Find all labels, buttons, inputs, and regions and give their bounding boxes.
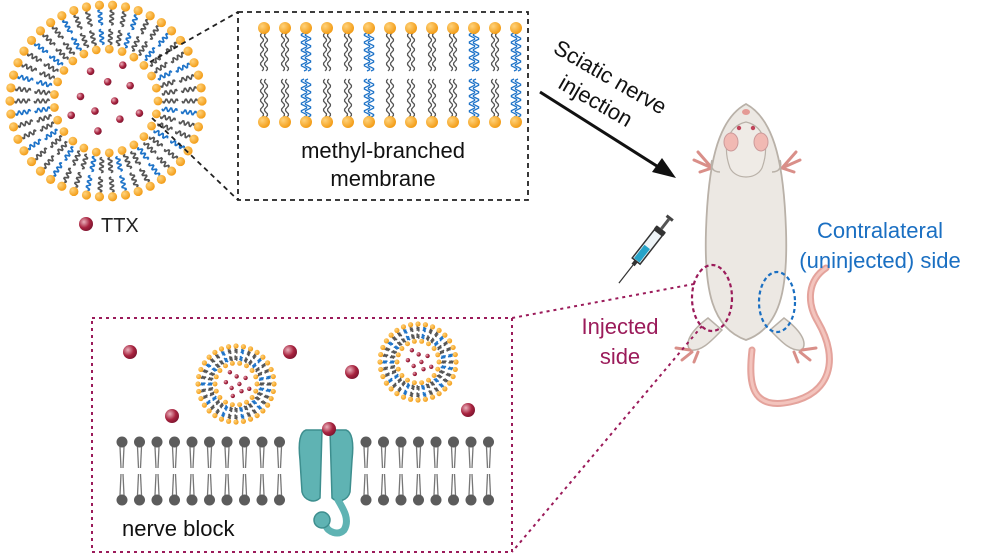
ttx-legend-label: TTX [101, 215, 139, 237]
syringe-icon [618, 214, 674, 284]
contralateral-label-line1: Contralateral [817, 218, 943, 243]
injected-label-line1: Injected [581, 314, 658, 339]
ttx-legend-particle [79, 217, 93, 231]
membrane-label-line1: methyl-branched [301, 138, 465, 163]
free-ttx-particles [123, 345, 475, 423]
injection-label: Sciatic nerve injection [550, 35, 672, 132]
nerve-block-label: nerve block [122, 516, 236, 541]
liposome-icon [5, 0, 207, 202]
rat-icon [674, 102, 833, 407]
contralateral-side-marker [757, 270, 797, 334]
injection-arrow [539, 90, 676, 178]
nerve-cell-membrane [116, 436, 494, 506]
nerve-zoom-connector [511, 283, 703, 553]
liposome-icon [195, 343, 277, 425]
zoom-connector [149, 11, 239, 201]
injected-side-marker [690, 263, 734, 333]
liposome-icon [377, 321, 459, 403]
methyl-branched-bilayer [258, 22, 522, 128]
sodium-channel-icon [298, 422, 354, 537]
contralateral-label-line2: (uninjected) side [799, 248, 960, 273]
membrane-label-line2: membrane [330, 166, 435, 191]
injected-label-line2: side [600, 344, 640, 369]
